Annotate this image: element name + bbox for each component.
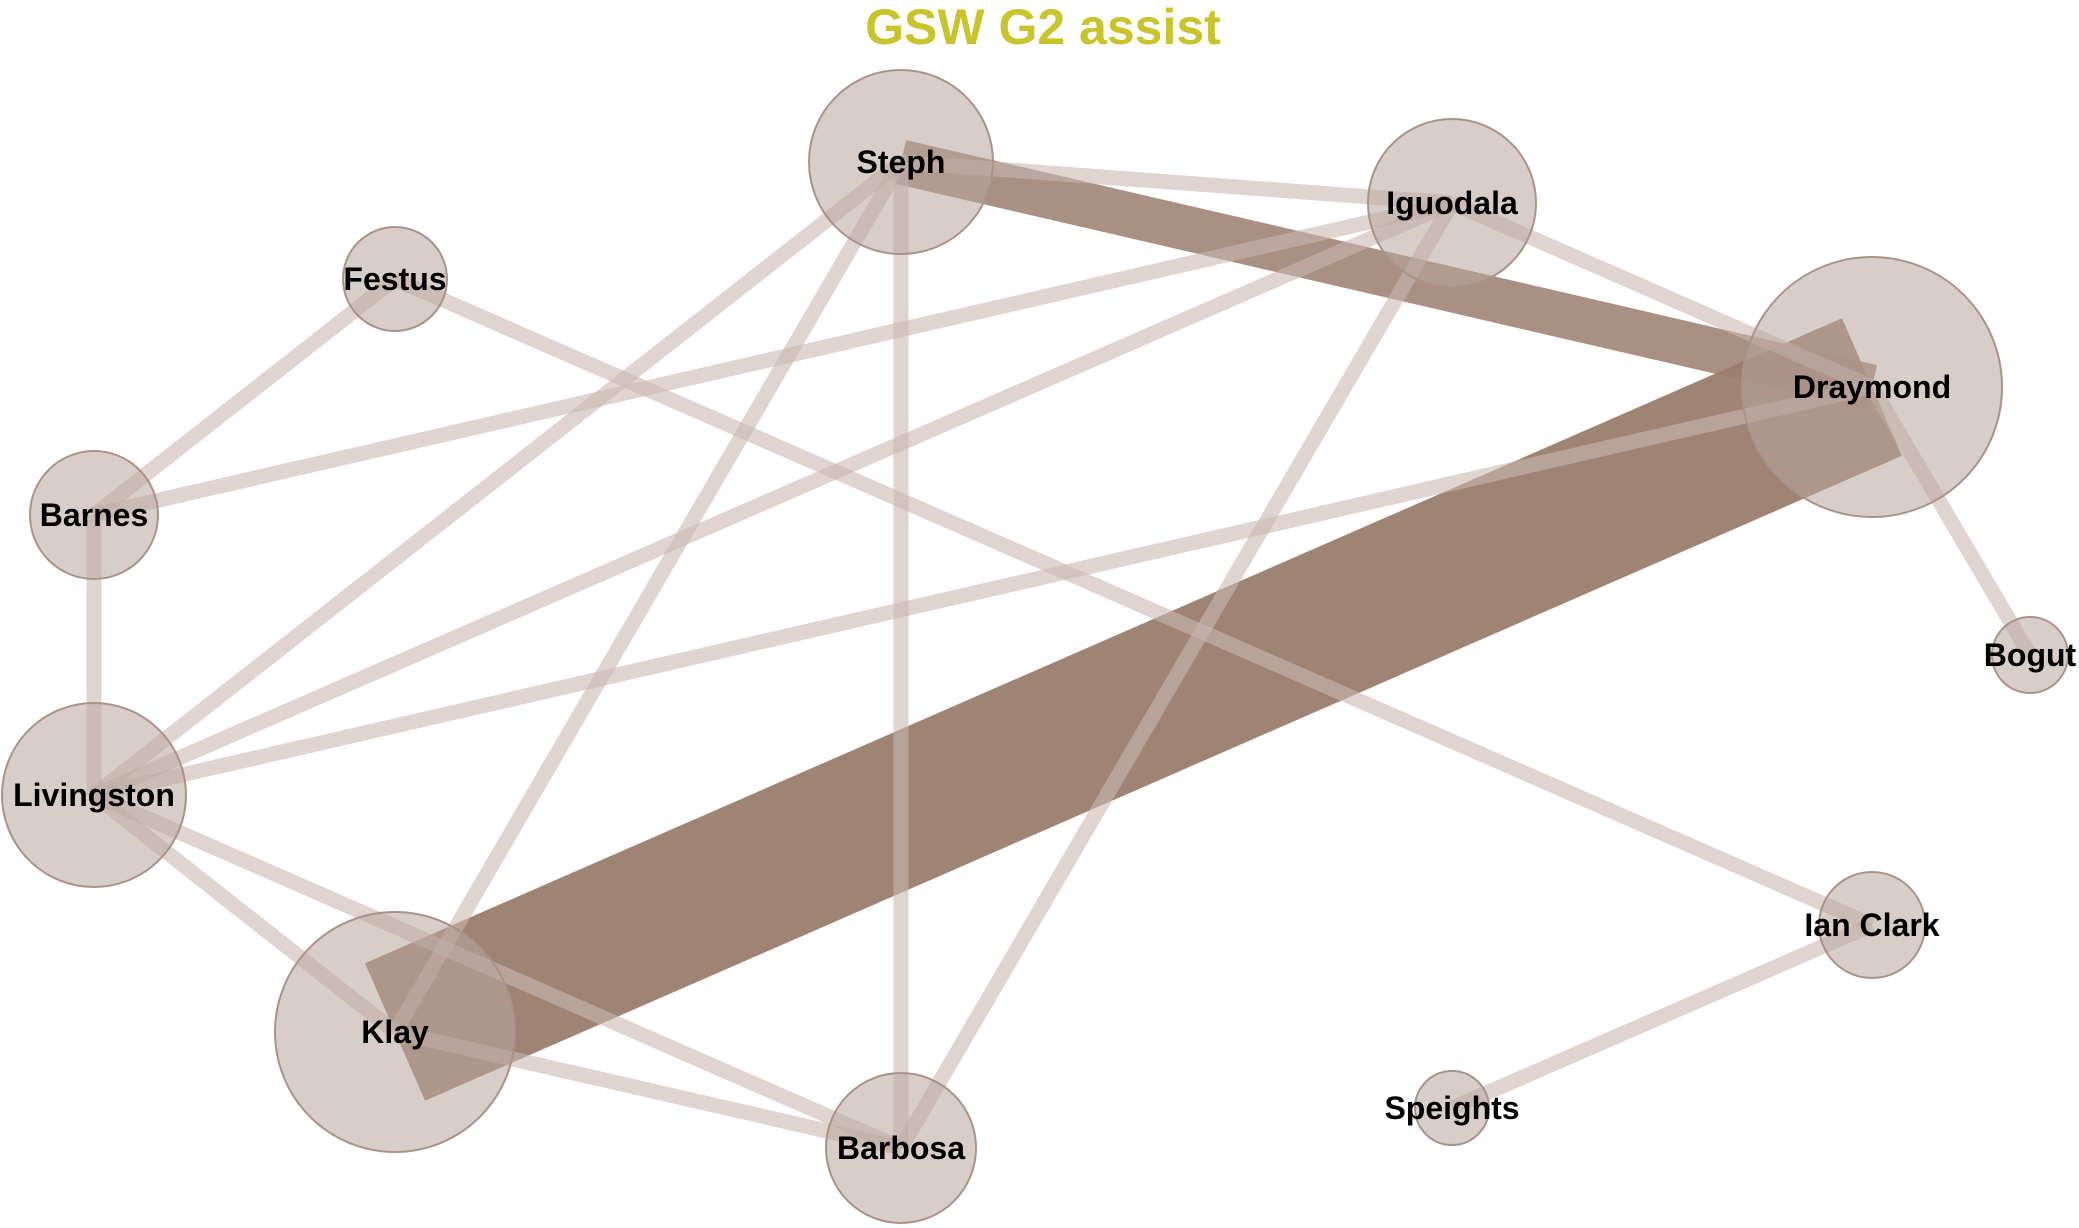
node-label-bogut: Bogut xyxy=(1984,637,2077,673)
node-barbosa: Barbosa xyxy=(825,1072,977,1224)
node-circle-barnes xyxy=(29,450,159,580)
node-label-livingston: Livingston xyxy=(13,777,175,813)
node-label-klay: Klay xyxy=(361,1014,429,1050)
node-label-barbosa: Barbosa xyxy=(837,1130,965,1166)
node-label-steph: Steph xyxy=(857,144,946,180)
edge-iguodala-barbosa xyxy=(894,199,1459,1152)
node-layer: StephIguodalaFestusDraymondBarnesBogutLi… xyxy=(1,69,2077,1224)
node-barnes: Barnes xyxy=(29,450,159,580)
node-label-barnes: Barnes xyxy=(40,497,149,533)
edge-iguodala-livingston xyxy=(91,196,1455,802)
node-circle-steph xyxy=(808,69,994,255)
node-draymond: Draymond xyxy=(1741,256,2003,518)
node-label-iguodala: Iguodala xyxy=(1386,185,1518,221)
node-label-speights: Speights xyxy=(1384,1090,1519,1126)
node-bogut: Bogut xyxy=(1984,616,2077,694)
node-ian_clark: Ian Clark xyxy=(1804,871,1940,979)
node-livingston: Livingston xyxy=(1,702,187,888)
diagram-title: GSW G2 assist xyxy=(865,0,1221,55)
node-klay: Klay xyxy=(274,911,516,1153)
node-label-draymond: Draymond xyxy=(1793,369,1951,405)
node-iguodala: Iguodala xyxy=(1367,118,1537,288)
edge-ian_clark-speights xyxy=(1449,918,1875,1115)
edge-steph-klay xyxy=(388,158,908,1036)
node-label-festus: Festus xyxy=(343,261,446,297)
edge-klay-draymond xyxy=(364,318,1903,1101)
edge-livingston-draymond xyxy=(92,379,1874,803)
node-circle-draymond xyxy=(1741,256,2003,518)
node-circle-speights xyxy=(1414,1070,1490,1146)
node-circle-barbosa xyxy=(825,1072,977,1224)
node-festus: Festus xyxy=(342,226,448,332)
node-steph: Steph xyxy=(808,69,994,255)
node-circle-bogut xyxy=(1991,616,2069,694)
node-label-ian_clark: Ian Clark xyxy=(1804,907,1939,943)
node-circle-iguodala xyxy=(1367,118,1537,288)
node-circle-festus xyxy=(342,226,448,332)
node-circle-livingston xyxy=(1,702,187,888)
edge-steph-livingston xyxy=(89,156,906,801)
node-circle-ian_clark xyxy=(1818,871,1926,979)
edge-steph-draymond xyxy=(895,140,1878,409)
edge-layer xyxy=(86,140,2037,1156)
node-circle-klay xyxy=(274,911,516,1153)
edge-iguodala-barnes xyxy=(92,195,1454,523)
node-speights: Speights xyxy=(1384,1070,1520,1146)
edge-festus-ian_clark xyxy=(391,272,1876,932)
